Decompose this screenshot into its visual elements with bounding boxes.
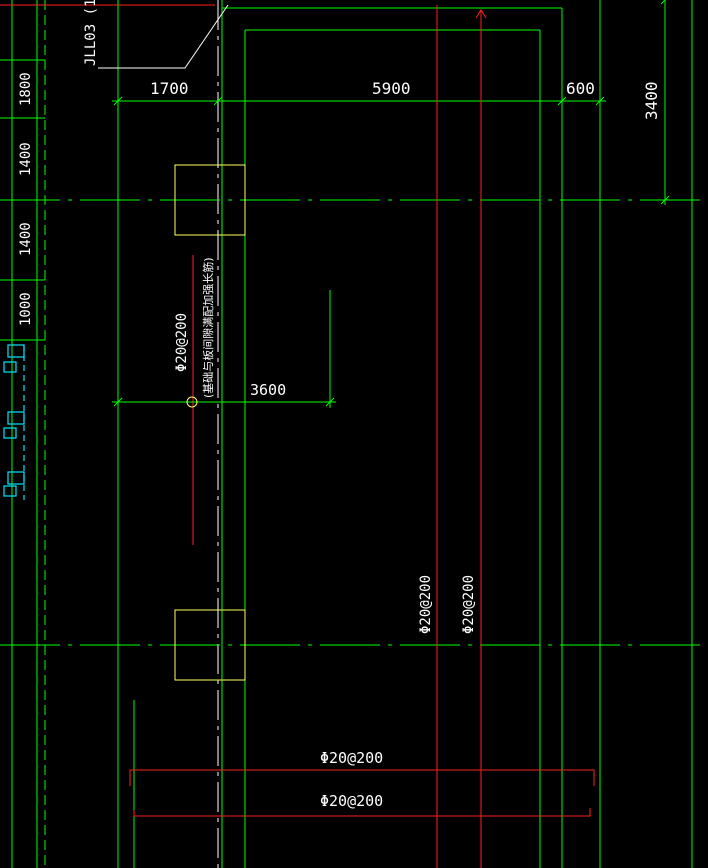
- rebar-spec-bottom2-text: Φ20@200: [320, 792, 383, 810]
- horizontal-axis-lines: [0, 199, 708, 646]
- rebar-spec-bottom1-text: Φ20@200: [320, 749, 383, 767]
- column-lower: [174, 609, 246, 681]
- left-dim-1400a-text: 1400: [18, 142, 34, 176]
- dim-600-text: 600: [566, 79, 595, 98]
- left-dim-1400b-text: 1400: [18, 222, 34, 256]
- cyan-wall-symbols: [3, 344, 25, 500]
- top-frame: [222, 7, 562, 31]
- dim-5900-text: 5900: [372, 79, 411, 98]
- section-dimension-3600: [112, 290, 336, 408]
- rebar-lines: [129, 5, 595, 868]
- top-dimension-line: [112, 96, 606, 106]
- dim-3600-text: 3600: [250, 381, 286, 399]
- rebar-point-marker: [186, 396, 198, 408]
- rebar-note-left-text: (基础与板间隙满配加强长筋): [201, 257, 215, 398]
- rebar-spec-left-text: Φ20@200: [174, 313, 190, 372]
- column-upper: [174, 164, 246, 236]
- beam-tag-leader: [98, 4, 229, 69]
- right-dimension-3400: [660, 0, 670, 205]
- rebar-spec-mid1-text: Φ20@200: [418, 575, 434, 634]
- dim-1700-text: 1700: [150, 79, 189, 98]
- rebar-spec-mid2-text: Φ20@200: [461, 575, 477, 634]
- left-dim-1800-text: 1800: [18, 72, 34, 106]
- beam-tag-text: JLL03 (1): [83, 0, 99, 66]
- dim-3400-text: 3400: [642, 81, 661, 120]
- left-dim-1000-text: 1000: [18, 292, 34, 326]
